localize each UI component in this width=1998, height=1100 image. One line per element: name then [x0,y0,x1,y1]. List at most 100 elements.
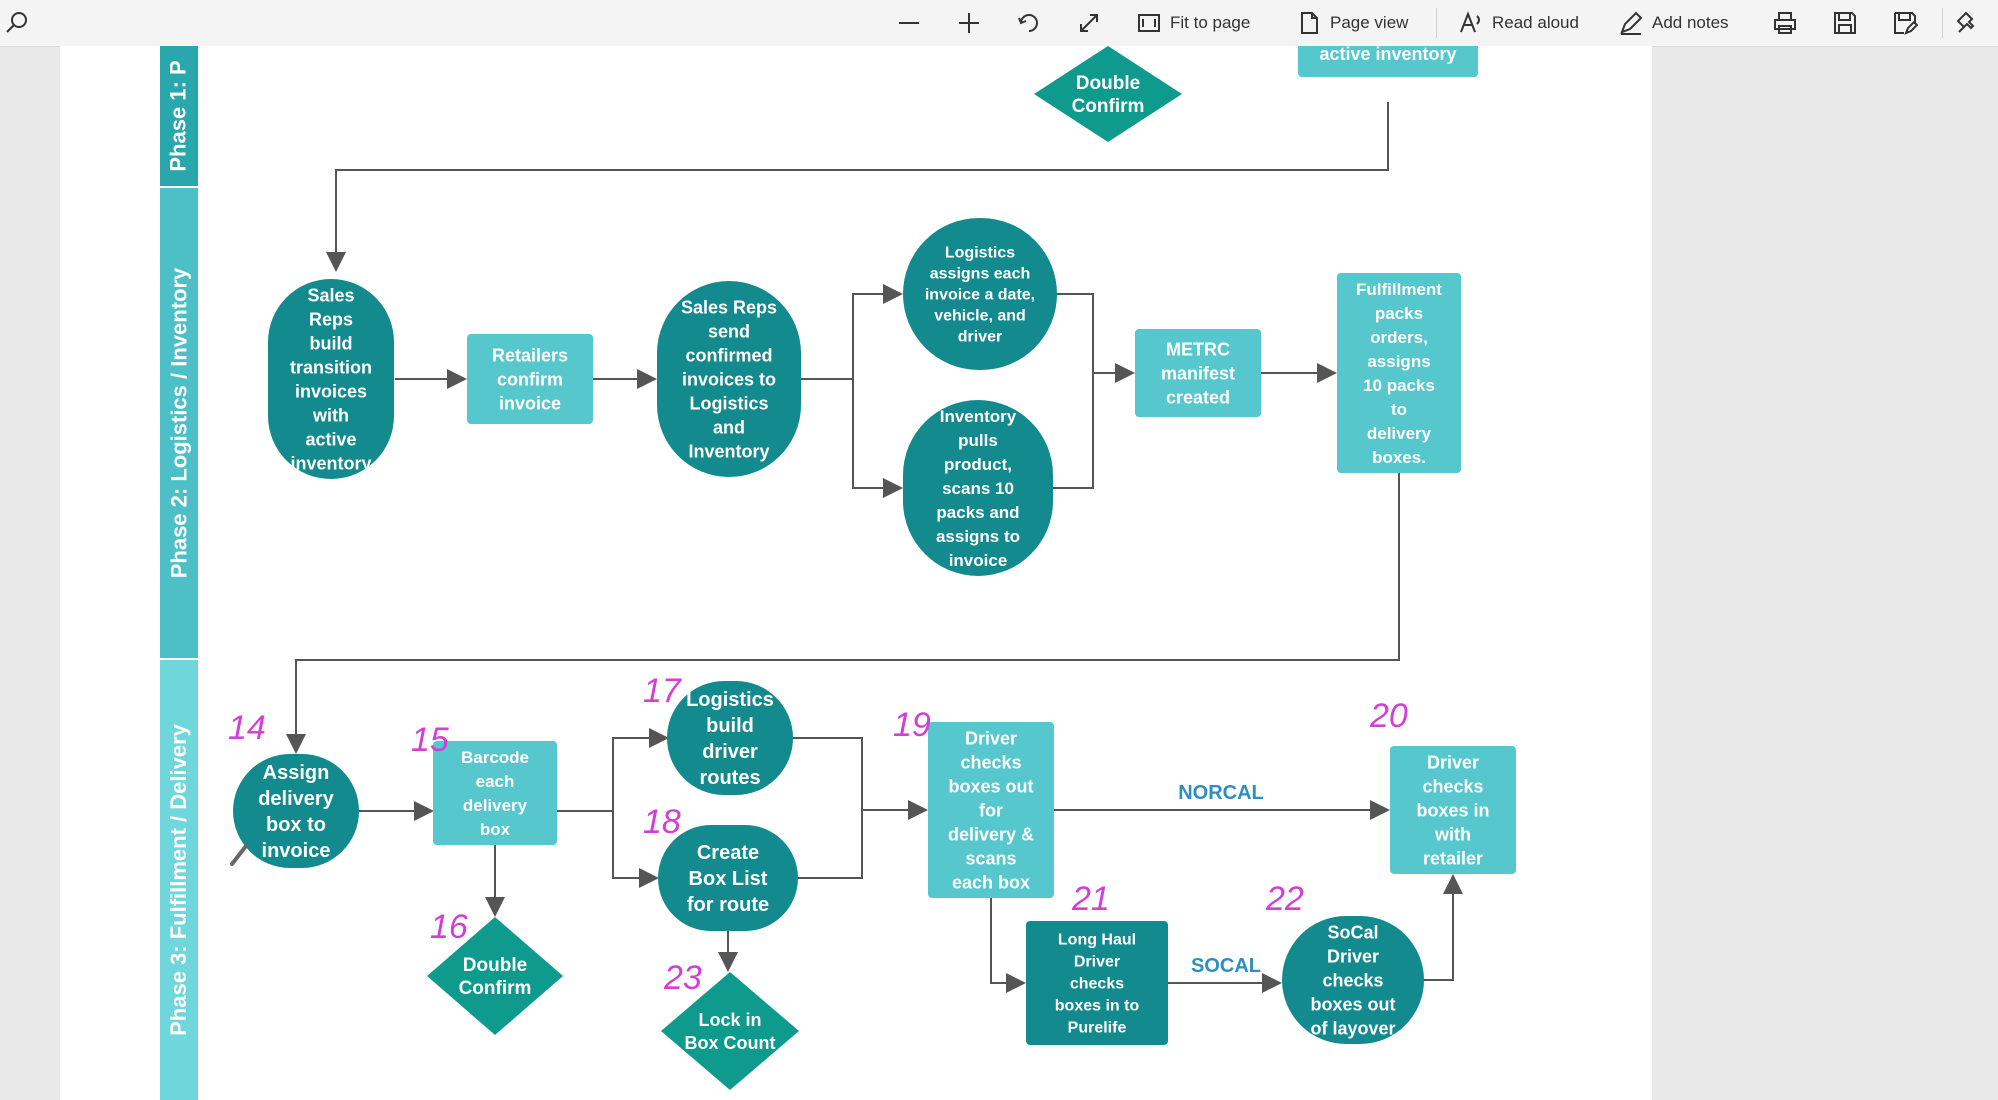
handwritten-annotation-17: 17 [643,672,682,710]
node-text-line: delivery & [948,824,1034,844]
print-icon [1774,12,1796,34]
fullscreen-button[interactable] [1076,0,1102,46]
node-text-line: Logistics [686,689,774,711]
search-icon [6,12,27,33]
node-text-line: Logistics [689,393,768,413]
node-text-line: Driver [1327,946,1379,966]
rotate-button[interactable] [1016,0,1042,46]
page-view-button[interactable]: Page view [1296,0,1408,46]
node-text-line: Assign [263,762,330,784]
minus-icon [899,22,919,24]
edge-label-norcal: NORCAL [1178,782,1264,804]
save-button[interactable] [1832,0,1858,46]
node-text-line: assigns to [936,527,1020,546]
node-text-line: Fulfillment [1356,280,1442,299]
save-icon [1834,12,1856,34]
read-aloud-button[interactable]: Read aloud [1458,0,1579,46]
read-aloud-label: Read aloud [1492,13,1579,32]
lane-phase-3: Phase 3: Fulfillment / Delivery [160,660,198,1100]
node-text-line: Retailers [492,345,568,365]
zoom-in-button[interactable] [956,0,982,46]
node-text-line: for [979,800,1003,820]
node-text-line: invoice [499,393,561,413]
node-text-line: scans 10 [942,479,1014,498]
node-text-line: scans [965,848,1016,868]
page-view-label: Page view [1330,13,1409,32]
node-text-line: with [312,405,349,425]
fit-page-icon [1138,14,1160,32]
print-button[interactable] [1772,0,1798,46]
handwritten-annotation-14: 14 [228,709,266,747]
pin-button[interactable] [1956,0,1982,46]
node-text-line: packs and [936,503,1019,522]
node-text-line: Driver [1074,954,1120,971]
node-text-line: orders, [1370,328,1428,347]
node-text-line: Double [1076,73,1140,94]
handwritten-annotation-19: 19 [893,706,931,744]
node-text-line: to [1391,400,1407,419]
handwritten-annotation-16: 16 [430,908,468,946]
toolbar-divider [1436,8,1437,38]
node-text-line: delivery [1367,424,1432,443]
node-p1-active-inventory: active inventory [1298,46,1478,77]
node-text-line: driver [958,329,1002,346]
node-text-line: Sales Reps [681,297,777,317]
node-text-line: Barcode [461,748,529,767]
handwritten-annotation-23: 23 [663,959,702,997]
node-text-line: each [476,772,515,791]
node-text-line: send [708,321,750,341]
node-sales-reps-build: SalesRepsbuildtransitioninvoiceswithacti… [268,279,394,479]
node-text-line: SoCal [1327,922,1378,942]
handwritten-annotation-22: 22 [1265,880,1304,918]
lane-phase-1: Phase 1: P [160,46,198,186]
node-text-line: boxes in to [1055,998,1140,1015]
node-text-line: Confirm [459,978,532,999]
flow-connector [1053,363,1135,489]
node-text-line: confirmed [685,345,772,365]
add-notes-button[interactable]: Add notes [1618,0,1729,46]
fit-to-page-button[interactable]: Fit to page [1136,0,1250,46]
node-text-line: Logistics [945,245,1015,262]
node-text-line: checks [1322,970,1383,990]
flow-connector [286,473,1400,754]
node-text-line: confirm [497,369,563,389]
flow-connector [793,737,928,820]
flow-connector [612,811,659,888]
node-text-line: Confirm [1072,96,1145,117]
node-text-line: Create [697,842,759,864]
node-text-line: invoices [295,381,367,401]
node-text-line: assigns each [930,266,1031,283]
node-text-line: assigns [1367,352,1430,371]
add-notes-label: Add notes [1652,13,1729,32]
zoom-out-button[interactable] [896,0,922,46]
viewer-toolbar: Fit to page Page view Read aloud Add not… [0,0,1998,47]
node-text-line: box to [266,814,326,836]
node-text-line: box [480,820,511,839]
edge-label-socal: SOCAL [1191,955,1261,977]
save-as-button[interactable] [1892,0,1918,46]
handwritten-annotation-15: 15 [411,721,449,759]
fit-to-page-label: Fit to page [1170,13,1251,32]
handwritten-annotation-21: 21 [1071,880,1110,918]
node-text-line: build [706,715,754,737]
node-text-line: Long Haul [1058,932,1136,949]
node-text-line: each box [952,872,1030,892]
node-text-line: Reps [309,309,353,329]
pen-icon [1620,11,1643,35]
node-text-line: boxes. [1372,448,1426,467]
document-page: Phase 1: P Phase 2: Logistics / Inventor… [60,46,1652,1100]
node-text-line: active inventory [1319,46,1456,64]
node-text-line: Driver [965,728,1017,748]
node-text-line: vehicle, and [934,308,1026,325]
search-button[interactable] [4,0,30,46]
